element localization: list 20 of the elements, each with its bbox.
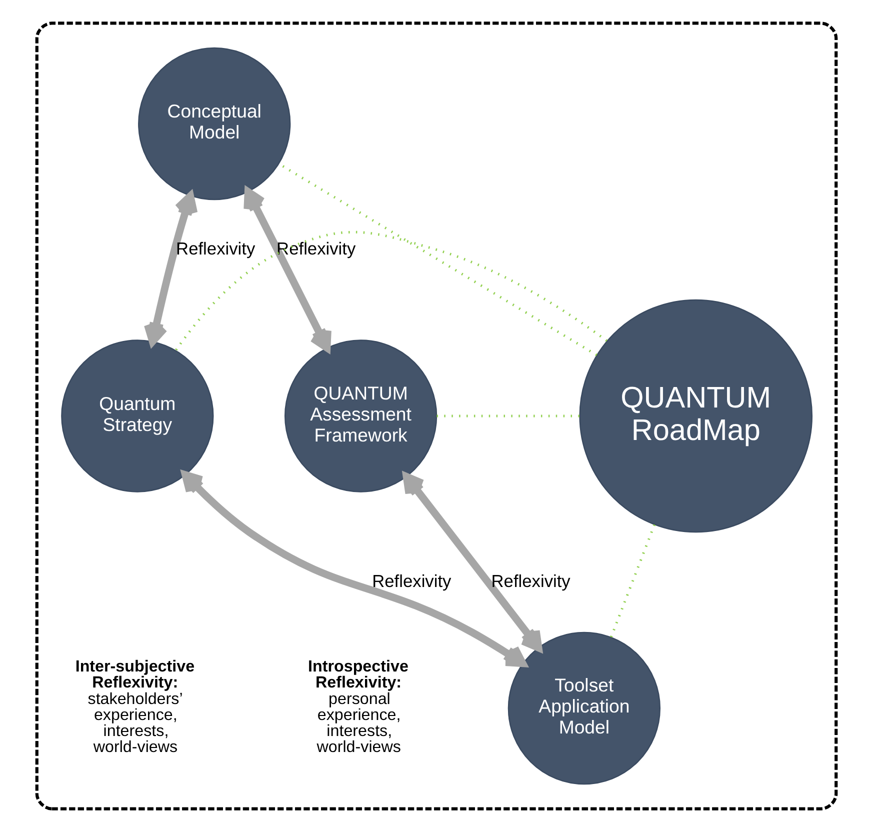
edge-label: Reflexivity (176, 238, 256, 258)
edge-label: Reflexivity (276, 238, 356, 258)
edge-label: Reflexivity (372, 570, 452, 591)
connector (610, 524, 656, 638)
arrow (244, 188, 332, 352)
arrow (182, 471, 527, 668)
node-circle: Toolset Application Model (508, 632, 660, 785)
connector (174, 231, 608, 352)
node-circle: QUANTUM Assessment Framework (284, 340, 438, 492)
label: personal experience, interests, world-views (316, 690, 401, 756)
label: stakeholders’ experience, interests, world-views (88, 690, 183, 756)
arrow (402, 472, 542, 652)
cluster (35, 22, 838, 810)
edge-label: Reflexivity (491, 570, 570, 591)
node-circle: Quantum Strategy (61, 340, 214, 492)
arrow (144, 192, 198, 346)
node-circle: Conceptual Model (138, 47, 291, 200)
label: Inter-subjective Reflexivity: (75, 658, 195, 692)
node-circle: QUANTUM RoadMap (579, 299, 813, 533)
label: Introspective Reflexivity: (308, 658, 408, 692)
